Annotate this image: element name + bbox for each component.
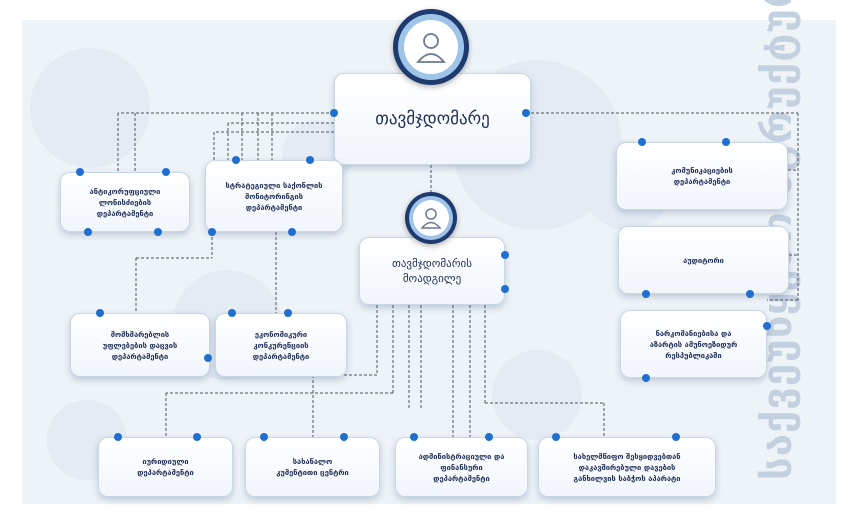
deputy-label: თავმჯდომარის მოადგილე xyxy=(392,257,472,285)
connector-dot xyxy=(154,228,162,236)
dept-admin-finance[interactable]: ადმინისტრაციული და ფინანსური დეპარტამენტ… xyxy=(395,437,528,497)
connector-dot xyxy=(228,309,236,317)
dept-label: ეკონომიკური კონკურენციის დეპარტამენტი xyxy=(252,329,310,361)
connector-dot xyxy=(96,309,104,317)
connector-dot xyxy=(522,109,530,117)
dept-appeal[interactable]: ნარკომანიებისა და აზარტის ამუნოეზიდურ რე… xyxy=(620,310,767,378)
connector-dot xyxy=(288,228,296,236)
dept-label: აუდიტორი xyxy=(683,255,724,265)
dept-auditor[interactable]: აუდიტორი xyxy=(618,226,789,294)
dept-label: ადმინისტრაციული და ფინანსური დეპარტამენტ… xyxy=(418,451,505,483)
dept-call-center[interactable]: სახანალო კუმენტითი ცენტრი xyxy=(245,437,380,497)
connector-dot xyxy=(746,290,754,298)
dept-label: სახელმწიფო შესყიდვებთან დაკავშირებული და… xyxy=(573,451,681,483)
connector-dot xyxy=(763,322,771,330)
deputy-avatar xyxy=(405,192,457,244)
connector-dot xyxy=(193,433,201,441)
connector-dot xyxy=(638,138,646,146)
connector-dot xyxy=(552,433,560,441)
connector-dot xyxy=(410,433,418,441)
dept-economic[interactable]: ეკონომიკური კონკურენციის დეპარტამენტი xyxy=(215,313,347,377)
dept-strategic[interactable]: სტრატეგიული საქონლის მონიტორინგის დეპარტ… xyxy=(205,160,343,232)
connector-dot xyxy=(330,109,338,117)
connector-dot xyxy=(340,433,348,441)
connector-dot xyxy=(84,228,92,236)
dept-label: იურიდიული დეპარტამენტი xyxy=(137,457,194,477)
connector-dot xyxy=(485,433,493,441)
deputy-avatar-inner xyxy=(413,200,449,236)
deputy-box[interactable]: თავმჯდომარის მოადგილე xyxy=(359,237,505,305)
user-icon xyxy=(416,33,446,63)
connector-dot xyxy=(208,228,216,236)
decor-bubble xyxy=(30,48,150,168)
connector-dot xyxy=(284,309,292,317)
connector-dot xyxy=(232,156,240,164)
dept-legal[interactable]: იურიდიული დეპარტამენტი xyxy=(98,437,233,497)
connector-dot xyxy=(260,433,268,441)
dept-label: სტრატეგიული საქონლის მონიტორინგის დეპარტ… xyxy=(225,180,323,212)
connector-dot xyxy=(162,168,170,176)
chair-box[interactable]: თავმჯდომარე xyxy=(334,73,531,165)
dept-label: ნარკომანიებისა და აზარტის ამუნოეზიდურ რე… xyxy=(649,328,738,360)
user-icon xyxy=(420,208,442,229)
connector-dot xyxy=(642,374,650,382)
decor-bubble xyxy=(492,350,582,440)
dept-label: ანტიკორუფციული ლონისძიების დეპარტამენტი xyxy=(89,186,161,218)
connector-dot xyxy=(501,251,509,259)
chair-avatar xyxy=(393,9,469,85)
chair-avatar-inner xyxy=(404,20,458,74)
connector-dot xyxy=(501,285,509,293)
connector-dot xyxy=(76,168,84,176)
connector-dot xyxy=(204,354,212,362)
dept-regional[interactable]: სახელმწიფო შესყიდვებთან დაკავშირებული და… xyxy=(538,437,716,497)
connector-dot xyxy=(306,156,314,164)
dept-label: კომუნიკაციების დეპარტამენტი xyxy=(671,166,733,186)
connector-dot xyxy=(642,290,650,298)
dept-label: სახანალო კუმენტითი ცენტრი xyxy=(276,457,349,477)
connector-dot xyxy=(722,138,730,146)
dept-consumer[interactable]: მომხმარებლის უფლებების დაცვის დეპარტამენ… xyxy=(70,313,210,377)
connector-dot xyxy=(672,433,680,441)
connector-dot xyxy=(114,433,122,441)
chair-label: თავმჯდომარე xyxy=(375,109,490,129)
dept-label: მომხმარებლის უფლებების დაცვის დეპარტამენ… xyxy=(102,329,178,361)
dept-anticorruption[interactable]: ანტიკორუფციული ლონისძიების დეპარტამენტი xyxy=(60,172,190,232)
dept-communication[interactable]: კომუნიკაციების დეპარტამენტი xyxy=(616,142,788,210)
